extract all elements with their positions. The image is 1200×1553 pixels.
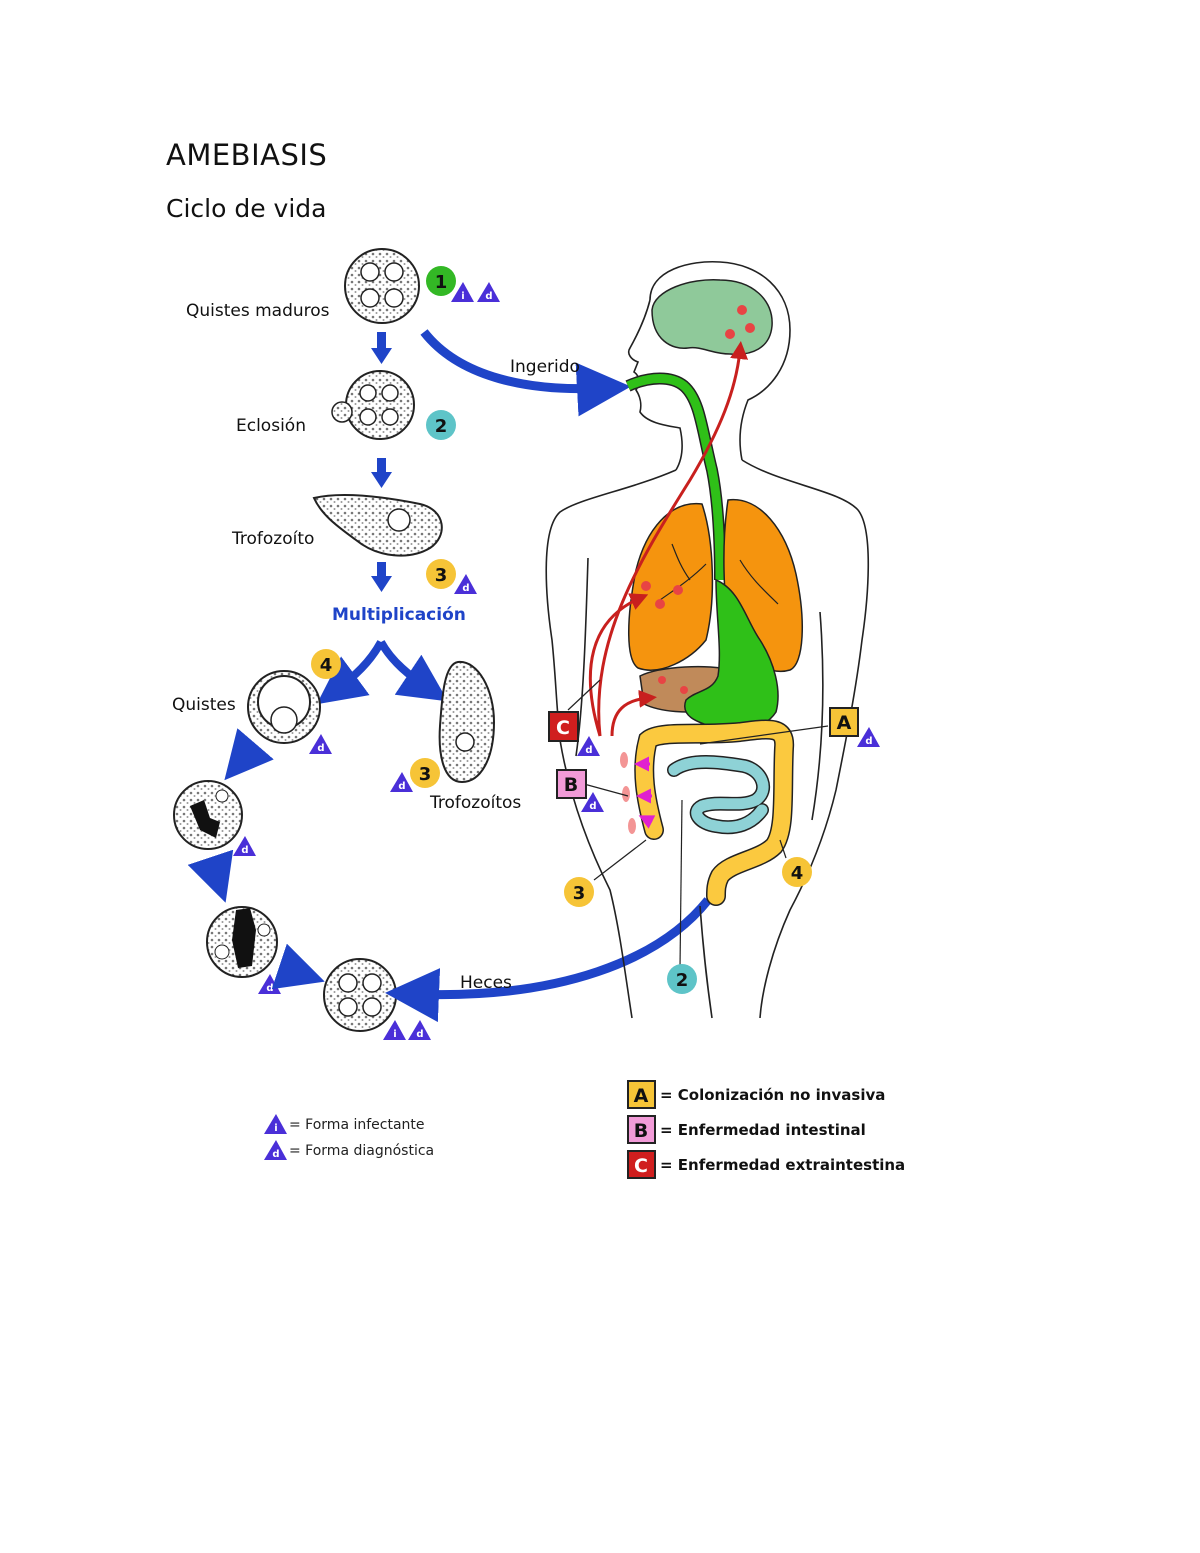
final-mature-cyst-icon: [323, 958, 397, 1032]
esophagus-icon: [625, 372, 726, 581]
marker-3-trophozoites: 3: [410, 758, 440, 788]
legend-diagnostic: d = Forma diagnóstica: [264, 1140, 434, 1160]
box-a-marker: A: [829, 707, 859, 737]
diagnostic-triangle-icon: d: [258, 974, 281, 994]
arrow-right-icon: [271, 943, 325, 990]
svg-text:B: B: [634, 1120, 648, 1142]
small-intestine-icon: [667, 755, 771, 835]
svg-text:i: i: [274, 1123, 277, 1134]
svg-text:2: 2: [435, 416, 448, 437]
mature-cyst-icon: [344, 248, 420, 324]
legend-b-text: = Enfermedad intestinal: [660, 1121, 866, 1139]
svg-text:d: d: [416, 1029, 423, 1040]
diagnostic-triangle-icon: d: [390, 772, 413, 792]
label-ingerido: Ingerido: [510, 357, 580, 377]
svg-text:A: A: [837, 712, 852, 734]
svg-text:i: i: [461, 291, 464, 302]
arrow-down-icon: [371, 562, 392, 592]
diagnostic-triangle-icon: d: [233, 836, 256, 856]
diagnostic-triangle-icon: d: [581, 792, 604, 812]
svg-text:i: i: [393, 1029, 396, 1040]
legend-c: C = Enfermedad extraintestina: [627, 1150, 905, 1179]
svg-text:3: 3: [573, 883, 586, 904]
svg-text:2: 2: [676, 970, 689, 991]
marker-3-body: 3: [564, 877, 594, 907]
arrow-down-icon: [371, 332, 392, 364]
legend-b: B = Enfermedad intestinal: [627, 1115, 866, 1144]
marker-2-top: 2: [426, 410, 456, 440]
svg-text:4: 4: [320, 655, 333, 676]
svg-text:d: d: [485, 291, 492, 302]
diagnostic-triangle-icon: d: [454, 574, 477, 594]
svg-text:d: d: [585, 745, 592, 756]
infective-triangle-icon: i: [451, 282, 474, 302]
arrow-down-icon: [371, 458, 392, 488]
svg-text:3: 3: [435, 565, 448, 586]
svg-text:d: d: [589, 801, 596, 812]
intestinal-lesions-icon: [620, 752, 656, 834]
svg-text:d: d: [272, 1149, 279, 1160]
arrow-down-left-icon: [224, 728, 274, 781]
marker-1: 1: [426, 266, 456, 296]
svg-text:d: d: [317, 743, 324, 754]
diagnostic-triangle-icon: d: [408, 1020, 431, 1040]
immature-cyst-icon: [247, 670, 321, 744]
label-eclosion: Eclosión: [236, 416, 306, 436]
split-arrows-icon: [316, 639, 448, 705]
box-b-marker: B: [556, 769, 587, 799]
label-quistes: Quistes: [172, 695, 236, 715]
marker-3-cycle: 3: [426, 559, 456, 589]
label-multiplicacion: Multiplicación: [332, 605, 466, 625]
svg-text:d: d: [865, 736, 872, 747]
trophozoite-icon: [312, 494, 443, 557]
legend-infectante-text: = Forma infectante: [289, 1117, 425, 1133]
marker-2-body: 2: [667, 964, 697, 994]
arrow-down-icon: [187, 849, 234, 903]
svg-text:3: 3: [419, 764, 432, 785]
page-title: AMEBIASIS: [166, 138, 328, 172]
page-subtitle: Ciclo de vida: [166, 194, 327, 223]
svg-text:d: d: [241, 845, 248, 856]
svg-text:d: d: [462, 583, 469, 594]
brain-icon: [651, 279, 773, 356]
ingested-arrow-icon: [420, 329, 631, 417]
diagnostic-triangle-icon: d: [477, 282, 500, 302]
trophozoites-icon: [438, 660, 496, 784]
marker-4-cycle: 4: [311, 649, 341, 679]
svg-text:d: d: [266, 983, 273, 994]
legend-diagnostica-text: = Forma diagnóstica: [289, 1143, 434, 1159]
hatching-cyst-icon: [331, 370, 415, 440]
label-heces: Heces: [460, 973, 512, 993]
diagnostic-triangle-icon: d: [857, 727, 880, 747]
infective-triangle-icon: i: [383, 1020, 406, 1040]
svg-text:d: d: [398, 781, 405, 792]
diagnostic-triangle-icon: d: [577, 736, 600, 756]
label-trofozoito: Trofozoíto: [231, 529, 314, 549]
label-quistes-maduros: Quistes maduros: [186, 301, 330, 321]
extraintestinal-arrows-icon: [588, 341, 749, 737]
cyst-stage-2-icon: [173, 780, 243, 850]
svg-text:A: A: [634, 1085, 649, 1107]
cyst-stage-3-icon: [206, 906, 278, 978]
legend-c-text: = Enfermedad extraintestina: [660, 1156, 905, 1174]
svg-text:1: 1: [435, 272, 448, 293]
legend-infective: i = Forma infectante: [264, 1114, 425, 1134]
marker-4-body: 4: [782, 857, 812, 887]
label-trofozoitos: Trofozoítos: [429, 793, 521, 813]
legend-a: A = Colonización no invasiva: [627, 1080, 885, 1109]
colon-icon: [634, 719, 795, 906]
svg-text:C: C: [634, 1155, 648, 1177]
svg-text:B: B: [564, 774, 578, 796]
legend-a-text: = Colonización no invasiva: [660, 1086, 885, 1104]
svg-text:4: 4: [791, 863, 804, 884]
leader-lines: [567, 679, 829, 969]
diagnostic-triangle-icon: d: [309, 734, 332, 754]
feces-arrow-icon: [385, 897, 712, 1023]
box-c-marker: C: [548, 711, 579, 742]
svg-text:C: C: [556, 717, 570, 739]
